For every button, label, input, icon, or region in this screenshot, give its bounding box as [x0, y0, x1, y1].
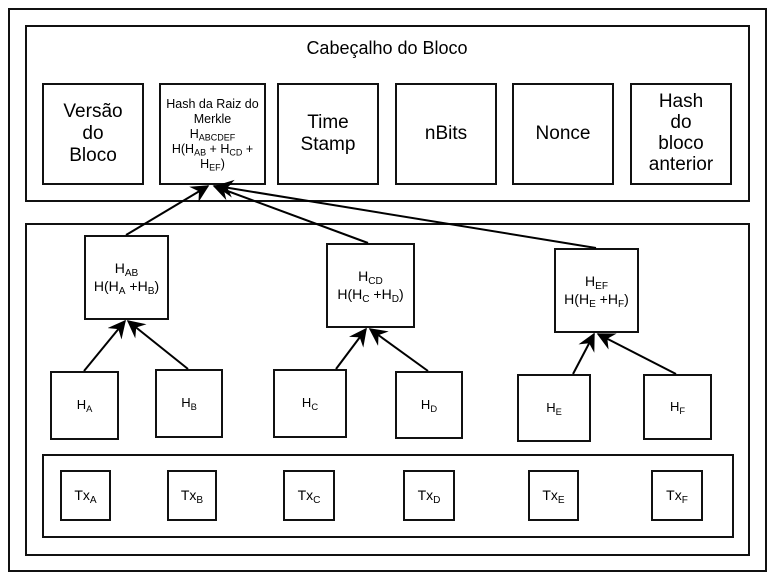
node-he: HE [517, 374, 591, 442]
tx-b: TxB [167, 470, 217, 521]
tx-c: TxC [283, 470, 335, 521]
tx-e: TxE [528, 470, 579, 521]
node-hcd: HCD H(HC +HD) [326, 243, 415, 328]
tx-a-label: TxA [74, 487, 97, 507]
field-prev-hash-line: do [670, 112, 692, 134]
merkle-root-formula-cont: HEF) [200, 156, 225, 173]
node-hc-label: HC [301, 395, 319, 412]
node-hef: HEF H(HE +HF) [554, 248, 639, 333]
tx-e-label: TxE [542, 487, 565, 507]
tx-a: TxA [60, 470, 111, 521]
node-hcd-name: HCD [358, 268, 383, 288]
node-hab: HAB H(HA +HB) [84, 235, 169, 320]
field-version-line: Versão [63, 101, 123, 123]
node-he-label: HE [546, 399, 562, 417]
node-hef-formula: H(HE +HF) [564, 290, 629, 310]
field-merkle-root: Hash da Raiz do Merkle HABCDEF H(HAB + H… [159, 83, 266, 185]
node-hc: HC [273, 369, 347, 438]
tx-b-label: TxB [180, 487, 204, 507]
merkle-root-hash-name: HABCDEF [189, 126, 236, 143]
field-version-line: do [82, 123, 104, 145]
tx-d: TxD [403, 470, 455, 521]
field-timestamp-line: Stamp [300, 134, 356, 155]
tx-f: TxF [651, 470, 703, 521]
field-nonce: Nonce [512, 83, 614, 185]
node-hb-label: HB [181, 395, 197, 412]
field-version-line: Bloco [69, 144, 117, 166]
field-nbits-line: nBits [424, 123, 468, 145]
field-prev-hash-line: bloco [658, 133, 704, 154]
tx-c-label: TxC [297, 487, 321, 507]
node-hcd-formula: H(HC +HD) [337, 285, 404, 305]
block-header-title: Cabeçalho do Bloco [306, 38, 468, 58]
field-timestamp: Time Stamp [277, 83, 379, 185]
node-hef-name: HEF [584, 273, 608, 293]
node-ha-label: HA [76, 397, 93, 414]
field-nbits: nBits [395, 83, 497, 185]
node-hd: HD [395, 371, 463, 439]
node-hab-formula: H(HA +HB) [93, 277, 160, 297]
node-hf-label: HF [669, 398, 686, 416]
node-ha: HA [50, 371, 119, 440]
field-timestamp-line: Time [307, 112, 349, 134]
field-prev-hash-line: anterior [648, 153, 714, 175]
transactions-frame [42, 454, 734, 538]
node-hd-label: HD [420, 396, 438, 414]
field-prev-hash-line: Hash [658, 91, 704, 113]
block-frame [8, 8, 767, 572]
tx-f-label: TxF [666, 487, 688, 507]
merkle-root-formula: H(HAB + HCD + [171, 141, 254, 158]
merkle-root-label: Merkle [193, 111, 232, 126]
node-hab-name: HAB [114, 260, 139, 280]
tx-d-label: TxD [417, 487, 441, 507]
field-prev-hash: Hash do bloco anterior [630, 83, 732, 185]
node-hb: HB [155, 369, 223, 438]
node-hf: HF [643, 374, 712, 440]
field-nonce-line: Nonce [535, 123, 591, 145]
merkle-root-label: Hash da Raiz do [166, 96, 259, 111]
field-version: Versão do Bloco [42, 83, 144, 185]
